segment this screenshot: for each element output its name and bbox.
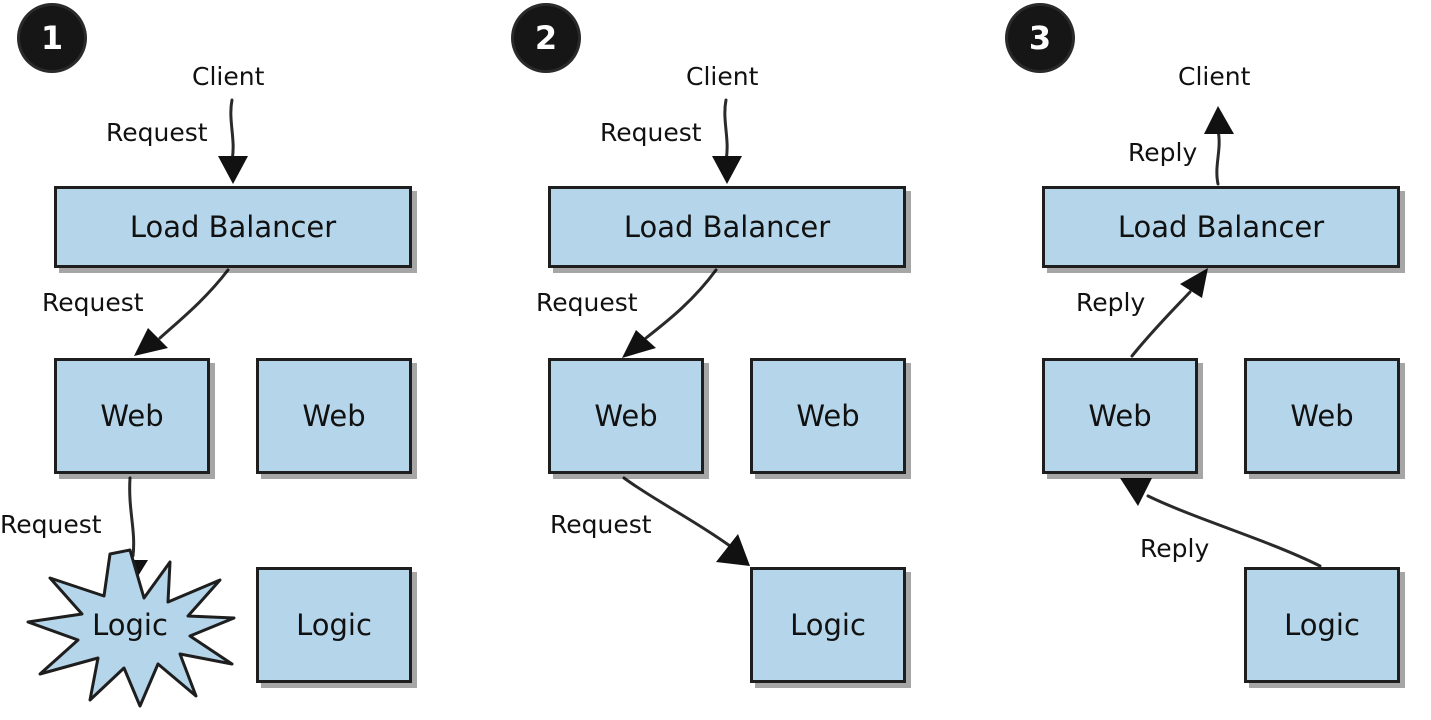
lb-to-web-arrowhead — [134, 328, 168, 356]
web-box-1: Web — [1042, 358, 1198, 474]
client-to-lb-line — [229, 98, 235, 162]
client-label: Client — [1178, 62, 1251, 91]
reply-label-lb: Reply — [1128, 138, 1198, 167]
panel-3: 3 Client Reply Load Balancer Reply Web W… — [988, 0, 1431, 720]
logic-box: Logic — [1244, 567, 1400, 683]
client-to-lb-arrowhead — [712, 156, 742, 184]
panel-2: 2 Client Request Load Balancer Request W… — [494, 0, 971, 720]
lb-to-web-line — [644, 268, 718, 340]
failed-logic-burst: Logic — [20, 540, 240, 710]
request-label-web: Request — [0, 510, 102, 539]
request-label-lb: Request — [536, 288, 638, 317]
request-label-web: Request — [550, 510, 652, 539]
logic-box: Logic — [750, 567, 906, 683]
web-label-1: Web — [100, 399, 164, 433]
web-box-1: Web — [54, 358, 210, 474]
web-box-2: Web — [750, 358, 906, 474]
web-to-lb-arrowhead — [1180, 268, 1208, 298]
logic-label-2: Logic — [296, 608, 372, 642]
load-balancer-label: Load Balancer — [623, 210, 831, 244]
logic-box-2: Logic — [256, 567, 412, 683]
load-balancer-label: Load Balancer — [129, 210, 337, 244]
web-label-1: Web — [594, 399, 658, 433]
web-box-1: Web — [548, 358, 704, 474]
request-label-client: Request — [600, 118, 702, 147]
web-box-2: Web — [256, 358, 412, 474]
client-to-lb-line — [723, 98, 729, 162]
step-3-badge: 3 — [1008, 6, 1072, 70]
load-balancer-box: Load Balancer — [54, 186, 412, 268]
reply-label-logic: Reply — [1140, 534, 1210, 563]
load-balancer-label: Load Balancer — [1117, 210, 1325, 244]
web-label-2: Web — [796, 399, 860, 433]
load-balancer-box: Load Balancer — [1042, 186, 1400, 268]
panel-1: 1 Client Request Load Balancer Request W… — [0, 0, 477, 720]
web-label-2: Web — [1290, 399, 1354, 433]
logic-to-web-arrowhead — [1120, 478, 1152, 506]
step-1-badge: 1 — [20, 6, 84, 70]
lb-to-web-line — [158, 268, 230, 340]
web-label-2: Web — [302, 399, 366, 433]
lb-to-web-arrowhead — [622, 330, 656, 358]
logic-label: Logic — [790, 608, 866, 642]
logic-label: Logic — [1284, 608, 1360, 642]
client-label: Client — [192, 62, 265, 91]
web-to-logic-arrowhead — [716, 534, 750, 566]
request-label-lb: Request — [42, 288, 144, 317]
load-balancer-box: Load Balancer — [548, 186, 906, 268]
client-to-lb-arrowhead — [218, 156, 248, 184]
lb-to-client-line — [1215, 128, 1221, 186]
web-label-1: Web — [1088, 399, 1152, 433]
burst-shape — [26, 548, 236, 708]
failed-logic-label: Logic — [92, 608, 168, 642]
lb-to-client-arrowhead — [1204, 106, 1234, 134]
step-2-badge: 2 — [514, 6, 578, 70]
web-box-2: Web — [1244, 358, 1400, 474]
request-label-client: Request — [106, 118, 208, 147]
client-label: Client — [686, 62, 759, 91]
reply-label-web: Reply — [1076, 288, 1146, 317]
